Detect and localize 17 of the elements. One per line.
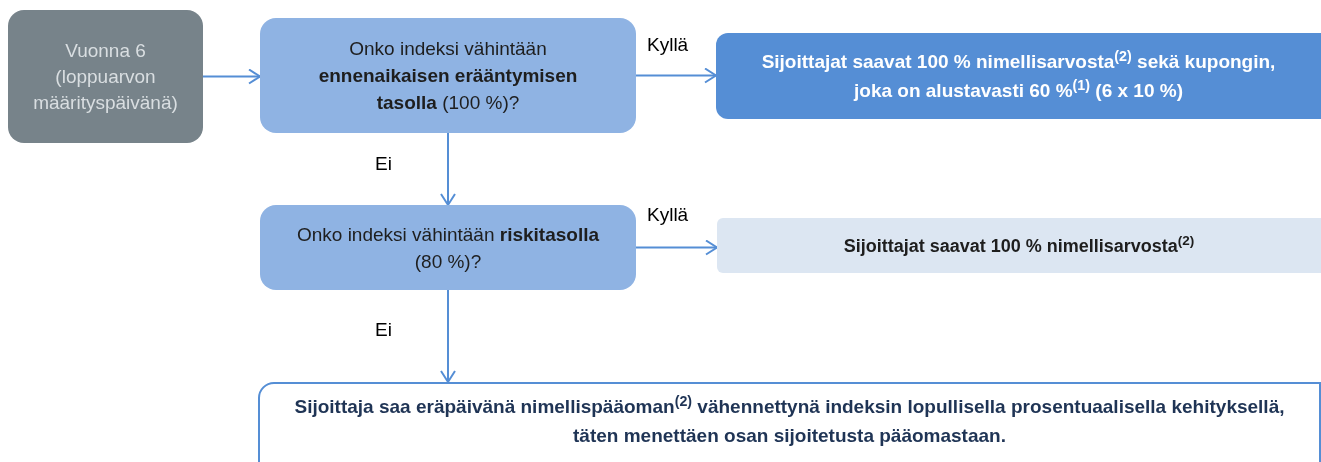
node-text: Sijoittaja saa eräpäivänä nimellispääoman$^{(2)}$ vähennettynä indeksin lopullisella prosentuaalisella kehityksellä, täten menettäen osan sijoitetusta pääomastaan. [293, 392, 1286, 448]
arrow [202, 68, 261, 85]
arrow [440, 132, 456, 206]
node-text: Sijoittajat saavat 100 % nimellisarvosta$^{(2)}$ sekä kupongin, joka on alustavasti 60 %$^{(1)}$ (6 x 10 %) [760, 47, 1277, 103]
outcome-box [258, 382, 1321, 462]
decision-box [260, 205, 636, 290]
result-box [717, 218, 1321, 273]
result-box [716, 33, 1321, 119]
node-text: Onko indeksi vähintään ennenaikaisen erääntymisen tasolla (100 %)? [317, 37, 579, 115]
node-text: Sijoittajat saavat 100 % nimellisarvosta$^{(2)}$ [843, 232, 1195, 258]
arrow [635, 239, 718, 256]
start-box [8, 10, 203, 143]
node-text: Onko indeksi vähintään riskitasolla (80 %)? [295, 222, 601, 274]
node-text: Vuonna 6 (loppuarvon määrityspäivänä) [32, 38, 179, 115]
arrow [635, 67, 717, 84]
decision-box [260, 18, 636, 133]
arrow [440, 289, 456, 383]
